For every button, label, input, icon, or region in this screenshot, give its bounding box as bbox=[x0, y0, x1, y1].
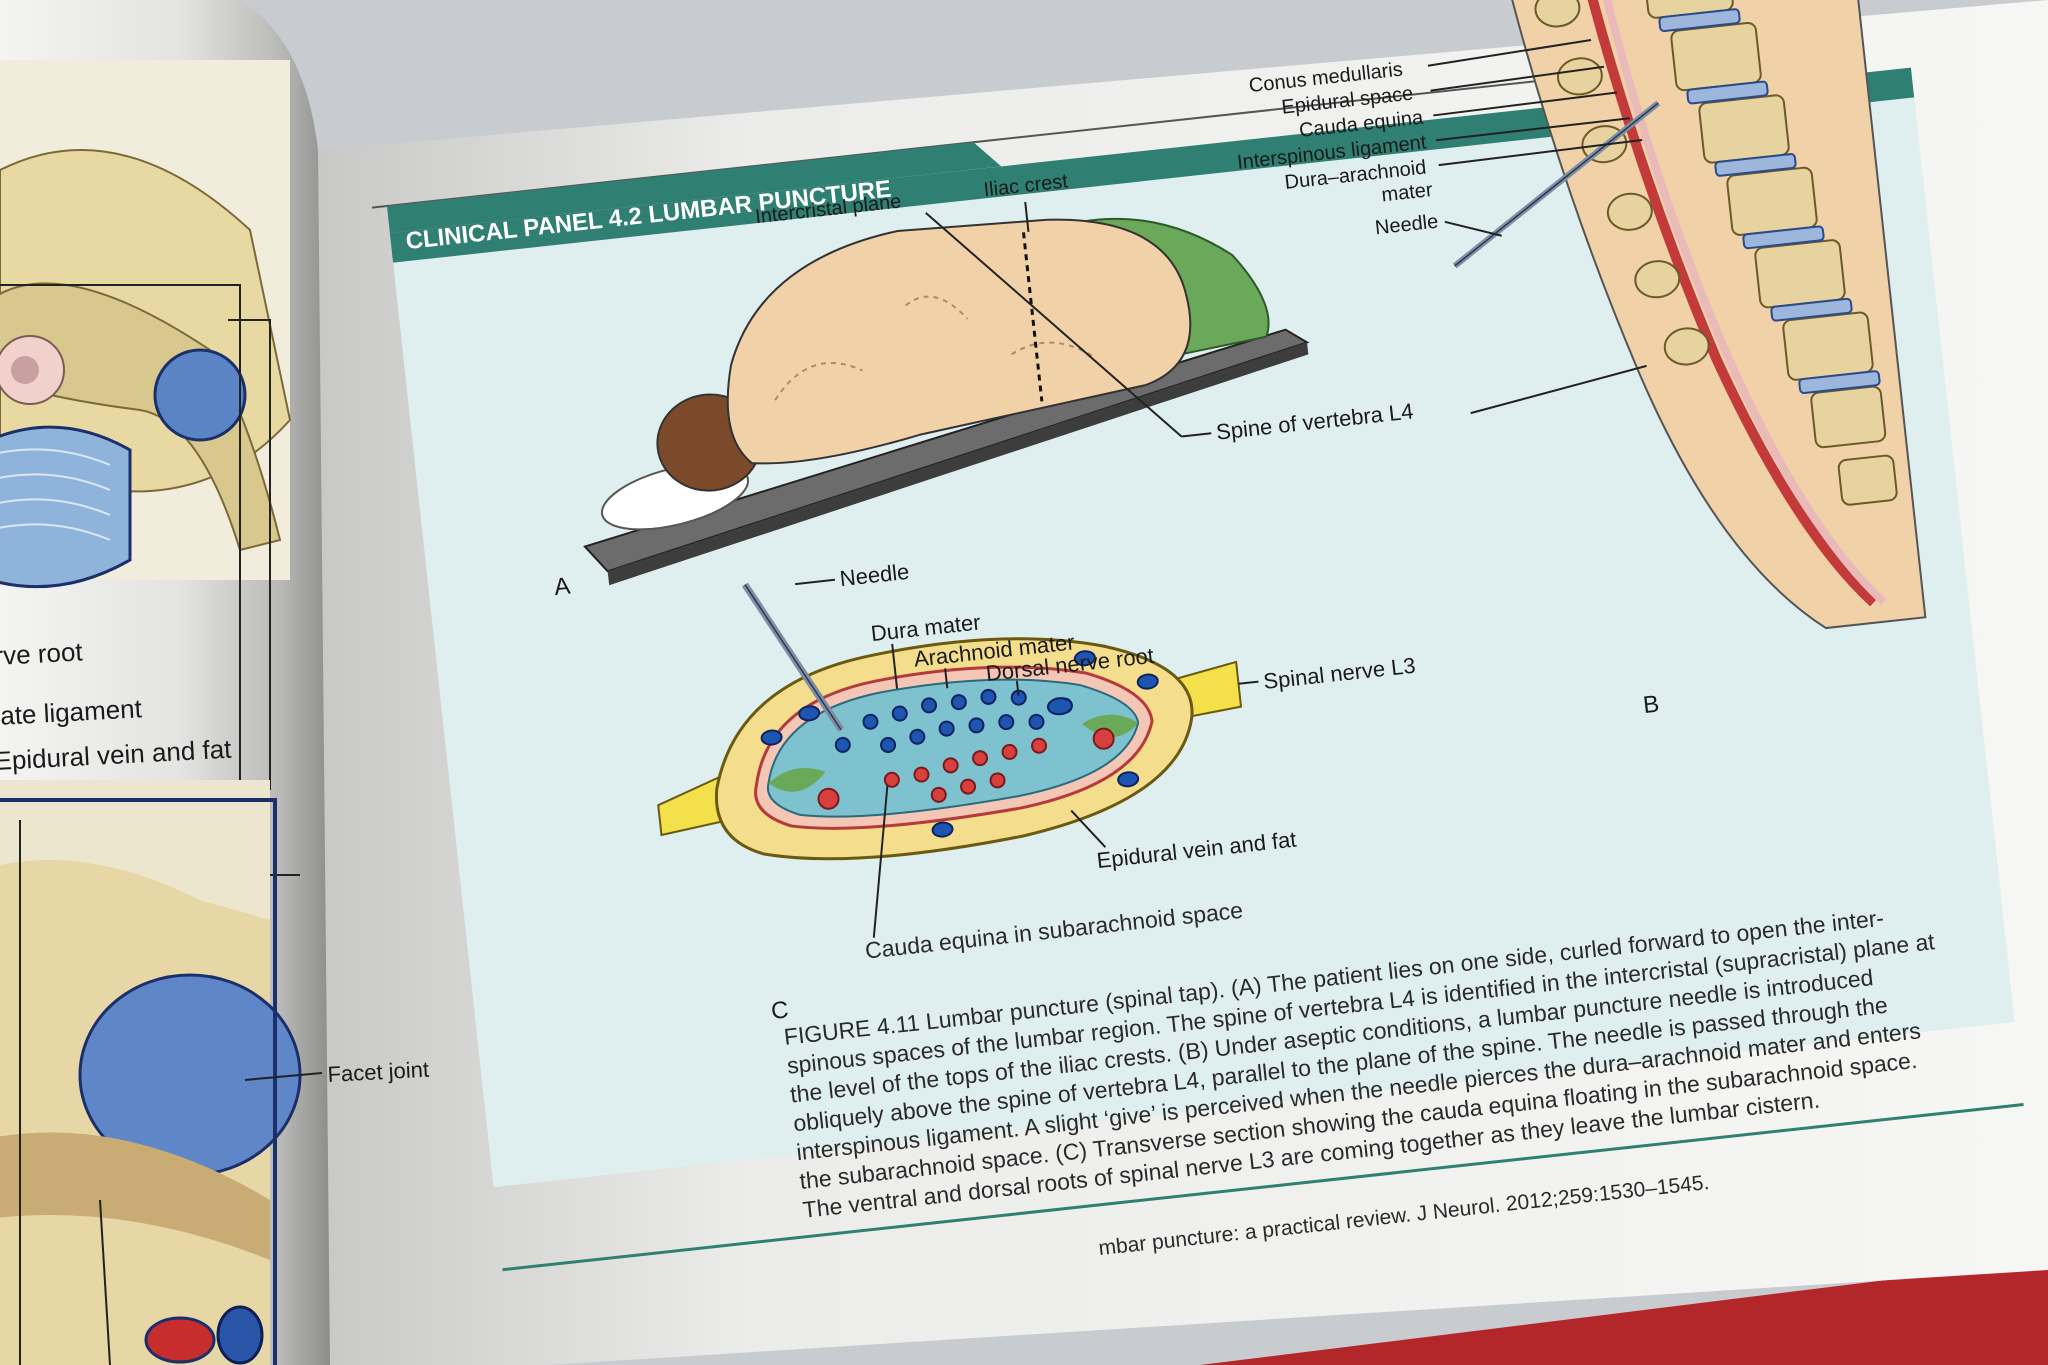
figure-b-letter: B bbox=[1642, 691, 1661, 720]
figure-c-leader-lines bbox=[795, 578, 1259, 938]
figure-a-illustration bbox=[583, 201, 1310, 586]
figure-a-letter: A bbox=[553, 573, 572, 602]
panel-title-tab bbox=[386, 142, 1002, 233]
book-cover-edge bbox=[1200, 1260, 2048, 1365]
panel-bottom-rule bbox=[502, 1102, 2024, 1272]
left-label-nerve-root: rve root bbox=[0, 636, 84, 671]
left-page-illustration bbox=[0, 60, 323, 1365]
figure-b-illustration bbox=[1452, 0, 1927, 630]
figure-b-leader-lines bbox=[1427, 38, 1647, 415]
panel-header-bar bbox=[389, 67, 1915, 263]
left-label-facet-joint: Facet joint bbox=[327, 1057, 430, 1087]
figure-c-letter: C bbox=[770, 996, 790, 1025]
figure-c-illustration bbox=[657, 582, 1243, 861]
